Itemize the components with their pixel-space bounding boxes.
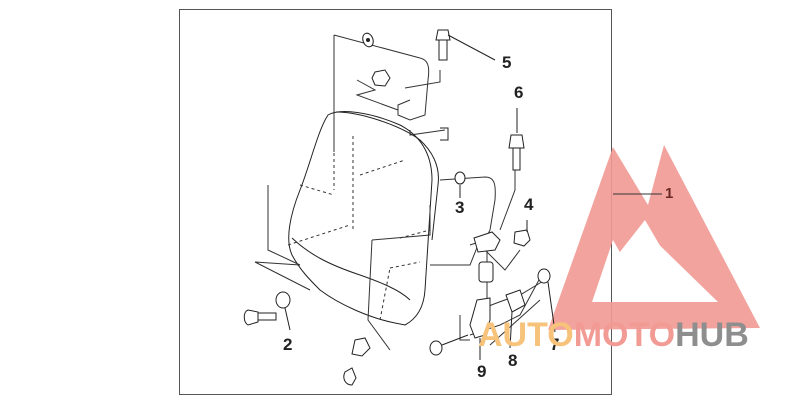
bolt-2-shank — [257, 312, 277, 321]
nut-7 — [537, 268, 551, 284]
bolt-6-shank — [512, 147, 521, 171]
hardware — [243, 29, 556, 386]
bolt-5-head — [435, 29, 451, 41]
watermark-auto: AUTO — [478, 316, 574, 354]
callout-1: 1 — [665, 185, 674, 202]
watermark-hub: HUB — [675, 316, 749, 354]
callout-4: 4 — [524, 195, 534, 214]
bolt-5-shank — [438, 39, 448, 61]
clamp-8 — [505, 289, 526, 313]
spacer — [478, 261, 494, 283]
callout-9: 9 — [477, 362, 487, 381]
watermark-text: AUTOMOTOHUB — [478, 318, 749, 352]
washer-3 — [454, 171, 466, 185]
holder-9 — [469, 297, 491, 339]
grommet-4 — [513, 229, 531, 247]
bolt-bottom-head — [429, 340, 443, 356]
bolt-6-head — [508, 134, 525, 149]
bolt-2-head — [243, 309, 259, 326]
watermark-logo — [548, 145, 760, 330]
callout-6: 6 — [514, 83, 524, 102]
washer-2 — [275, 291, 291, 309]
callout-3: 3 — [455, 198, 465, 217]
callout-7: 7 — [550, 335, 560, 354]
callout-5: 5 — [502, 53, 512, 72]
screw-bottom — [343, 367, 357, 386]
nut-top — [371, 69, 391, 87]
callout-8: 8 — [508, 351, 518, 370]
watermark-moto: MOTO — [573, 316, 676, 354]
callout-2: 2 — [283, 335, 293, 354]
mount-bracket — [473, 231, 501, 253]
nut-bottom — [351, 337, 371, 357]
